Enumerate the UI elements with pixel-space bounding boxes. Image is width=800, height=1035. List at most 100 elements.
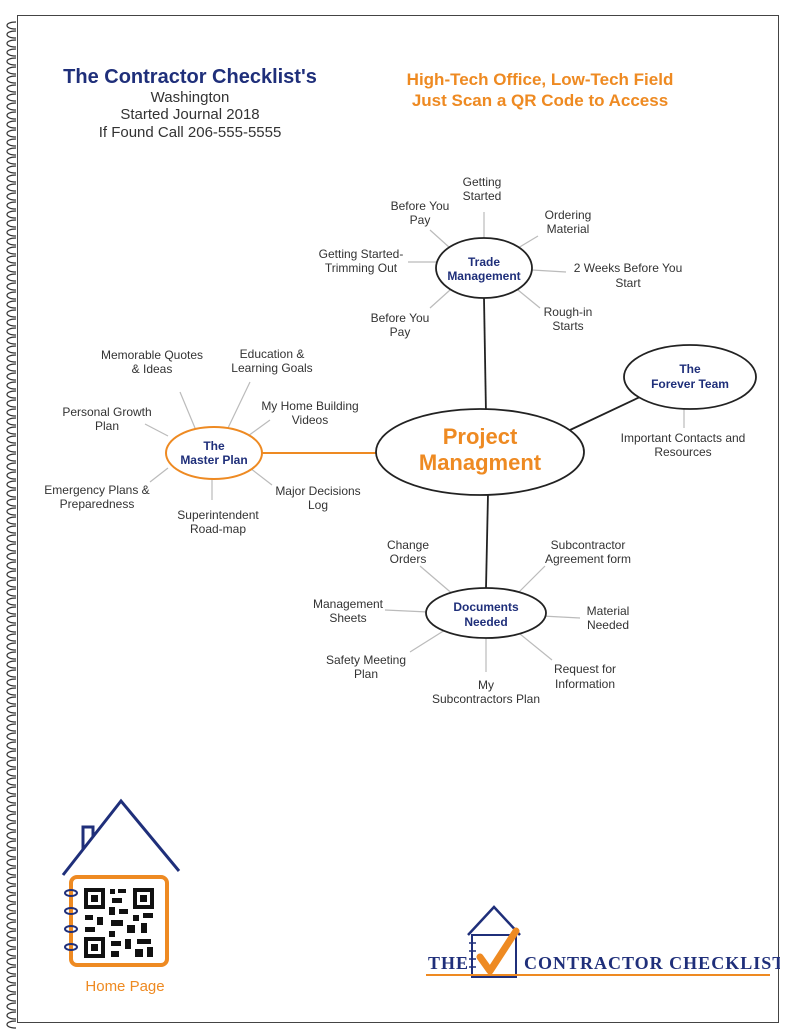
spiral-coil — [6, 165, 17, 174]
spiral-coil — [6, 795, 17, 804]
trade-hub-line-1: Trade — [468, 255, 500, 269]
leaf-before-pay-bottom-1: Before You — [371, 311, 430, 325]
leaf-ordering-2: Material — [547, 222, 590, 236]
spiral-coil — [6, 660, 17, 669]
binding-rings-icon — [64, 889, 78, 951]
spiral-coil — [6, 984, 17, 993]
leaf-subcontractors-plan-1: My — [478, 678, 494, 692]
leaf-change-orders-2: Orders — [390, 552, 427, 566]
spiral-coil — [6, 840, 17, 849]
leaf-getting-started-1: Getting — [463, 175, 502, 189]
spiral-coil — [6, 552, 17, 561]
spiral-coil — [6, 948, 17, 957]
spiral-coil — [6, 867, 17, 876]
spiral-coil — [6, 201, 17, 210]
spiral-coil — [6, 363, 17, 372]
leaf-trimming-2: Trimming Out — [325, 261, 398, 275]
leaf-decisions-2: Log — [308, 498, 328, 512]
spiral-coil — [6, 507, 17, 516]
spiral-coil — [6, 516, 17, 525]
spiral-coil — [6, 759, 17, 768]
leaf-subcontractor-agreement-2: Agreement form — [545, 552, 631, 566]
spiral-coil — [6, 345, 17, 354]
journal-contact: If Found Call 206-555-5555 — [98, 123, 282, 141]
spiral-coil — [6, 687, 17, 696]
spiral-coil — [6, 57, 17, 66]
spiral-coil — [6, 642, 17, 651]
journal-header: The Contractor Checklist's Washington St… — [40, 66, 340, 141]
spiral-coil — [6, 372, 17, 381]
leaf-contacts-1: Important Contacts and — [621, 431, 746, 445]
spiral-coil — [6, 390, 17, 399]
center-title-line-1: Project — [443, 424, 518, 449]
notebook-page — [17, 15, 779, 1023]
trade-management-node — [435, 237, 533, 299]
chimney-icon — [81, 825, 95, 850]
brand-the: THE — [428, 953, 469, 973]
documents-hub-line-1: Documents — [453, 600, 519, 614]
spiral-coil — [6, 615, 17, 624]
spiral-coil — [6, 831, 17, 840]
tagline-line-1: High-Tech Office, Low-Tech Field — [406, 70, 674, 89]
spiral-coil — [6, 534, 17, 543]
tagline: High-Tech Office, Low-Tech Field Just Sc… — [380, 69, 700, 112]
qr-code-icon — [83, 887, 155, 959]
house-qr-icon[interactable] — [55, 795, 195, 975]
spiral-coil — [6, 786, 17, 795]
spiral-coil — [6, 147, 17, 156]
leaf-safety-meeting-1: Safety Meeting — [326, 653, 406, 667]
leaf-roadmap-2: Road-map — [190, 522, 246, 536]
leaf-contacts-2: Resources — [654, 445, 711, 459]
spiral-coil — [6, 768, 17, 777]
brand-name: CONTRACTOR CHECKLIST — [524, 953, 780, 973]
spiral-binding — [6, 21, 17, 1029]
spiral-coil — [6, 444, 17, 453]
spiral-coil — [6, 300, 17, 309]
spiral-coil — [6, 228, 17, 237]
spiral-coil — [6, 975, 17, 984]
leaf-videos-1: My Home Building — [261, 399, 358, 413]
spiral-coil — [6, 453, 17, 462]
center-title-line-2: Managment — [419, 450, 542, 475]
logo-rings-icon — [469, 942, 476, 968]
spiral-coil — [6, 399, 17, 408]
spiral-coil — [6, 903, 17, 912]
spiral-coil — [6, 606, 17, 615]
spiral-coil — [6, 858, 17, 867]
spiral-coil — [6, 354, 17, 363]
spiral-coil — [6, 777, 17, 786]
spiral-coil — [6, 543, 17, 552]
spiral-coil — [6, 885, 17, 894]
spiral-coil — [6, 894, 17, 903]
spiral-coil — [6, 525, 17, 534]
mind-map: Project Managment Trade Management The F… — [44, 175, 757, 706]
spiral-coil — [6, 102, 17, 111]
spiral-coil — [6, 426, 17, 435]
spiral-coil — [6, 156, 17, 165]
spiral-coil — [6, 669, 17, 678]
leaf-safety-meeting-2: Plan — [354, 667, 378, 681]
leaf-change-orders-1: Change — [387, 538, 429, 552]
spiral-coil — [6, 498, 17, 507]
leaf-material-needed-1: Material — [587, 604, 630, 618]
home-page-link[interactable]: Home Page — [85, 978, 165, 995]
forever-team-node — [623, 344, 757, 410]
spiral-coil — [6, 921, 17, 930]
hub-connectors — [483, 297, 643, 589]
journal-location: Washington — [150, 89, 230, 106]
spiral-coil — [6, 93, 17, 102]
spiral-coil — [6, 255, 17, 264]
spiral-coil — [6, 336, 17, 345]
leaf-education-1: Education & — [240, 347, 305, 361]
spiral-coil — [6, 579, 17, 588]
documents-hub-line-2: Needed — [464, 615, 507, 629]
leaf-trimming-1: Getting Started- — [319, 247, 404, 261]
spiral-coil — [6, 939, 17, 948]
spiral-coil — [6, 624, 17, 633]
spiral-coil — [6, 876, 17, 885]
spiral-coil — [6, 210, 17, 219]
spiral-coil — [6, 327, 17, 336]
leaf-emergency-2: Preparedness — [60, 497, 135, 511]
spiral-coil — [6, 471, 17, 480]
